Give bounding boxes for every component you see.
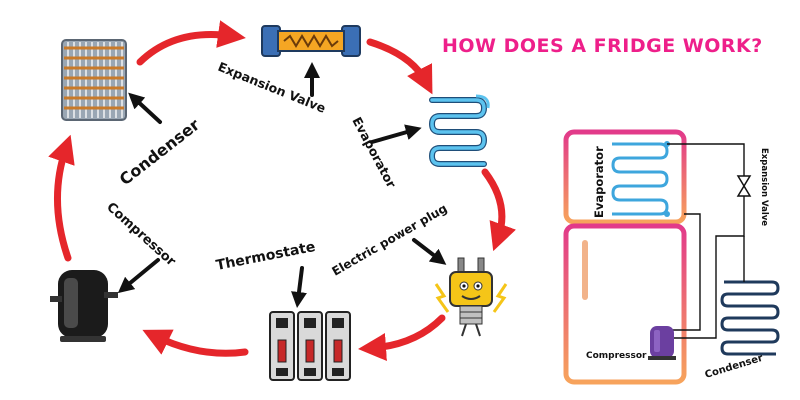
- power-plug-mascot-icon: [434, 257, 508, 337]
- cycle-arrows: [48, 20, 516, 361]
- fridge-expansion-valve-symbol: [736, 175, 752, 197]
- page-title: HOW DOES A FRIDGE WORK?: [442, 35, 763, 57]
- fridge-label-expansion-valve: Expansion Valve: [759, 148, 769, 226]
- fridge-label-condenser: Condenser: [704, 353, 765, 381]
- compressor-icon: [50, 270, 118, 342]
- pointer-to-condenser: [128, 92, 162, 124]
- cycle-arrow-valve-to-evaporator: [366, 38, 433, 95]
- fridge-evaporator-coil: [611, 142, 669, 216]
- cycle-arrow-compressor-to-condenser: [48, 134, 75, 262]
- fridge-refrigerant-line: [667, 143, 745, 339]
- cycle-arrow-condenser-to-valve: [136, 20, 246, 66]
- pointer-to-evaporator: [370, 124, 422, 144]
- fridge-label-compressor: Compressor: [586, 351, 647, 361]
- fridge-condenser-coil: [720, 280, 780, 356]
- pointer-arrows: [117, 62, 447, 308]
- pointer-to-breaker: [291, 266, 307, 308]
- label-compressor: Compressor: [103, 200, 178, 270]
- cycle-arrow-evaporator-to-plug: [481, 168, 516, 252]
- circuit-breaker-icon: [269, 311, 351, 381]
- label-evaporator: Evaporator: [349, 114, 399, 191]
- fridge-door-handle: [582, 240, 588, 300]
- fridge-compressor-icon: [648, 326, 676, 360]
- fridge-label-evaporator: Evaporator: [592, 146, 606, 218]
- expansion-valve-icon: [261, 25, 361, 57]
- cycle-arrow-plug-to-breaker: [358, 314, 446, 361]
- evaporator-coil-icon: [428, 94, 490, 167]
- cycle-arrow-breaker-to-compressor: [142, 329, 249, 357]
- pointer-to-plug: [412, 238, 447, 265]
- label-electric-power-plug: Electric power plug: [330, 201, 450, 278]
- fridge-schematic: [563, 129, 780, 385]
- condenser-coil-icon: [61, 39, 127, 121]
- pointer-to-compressor: [117, 258, 160, 294]
- label-condenser: Condenser: [116, 115, 204, 189]
